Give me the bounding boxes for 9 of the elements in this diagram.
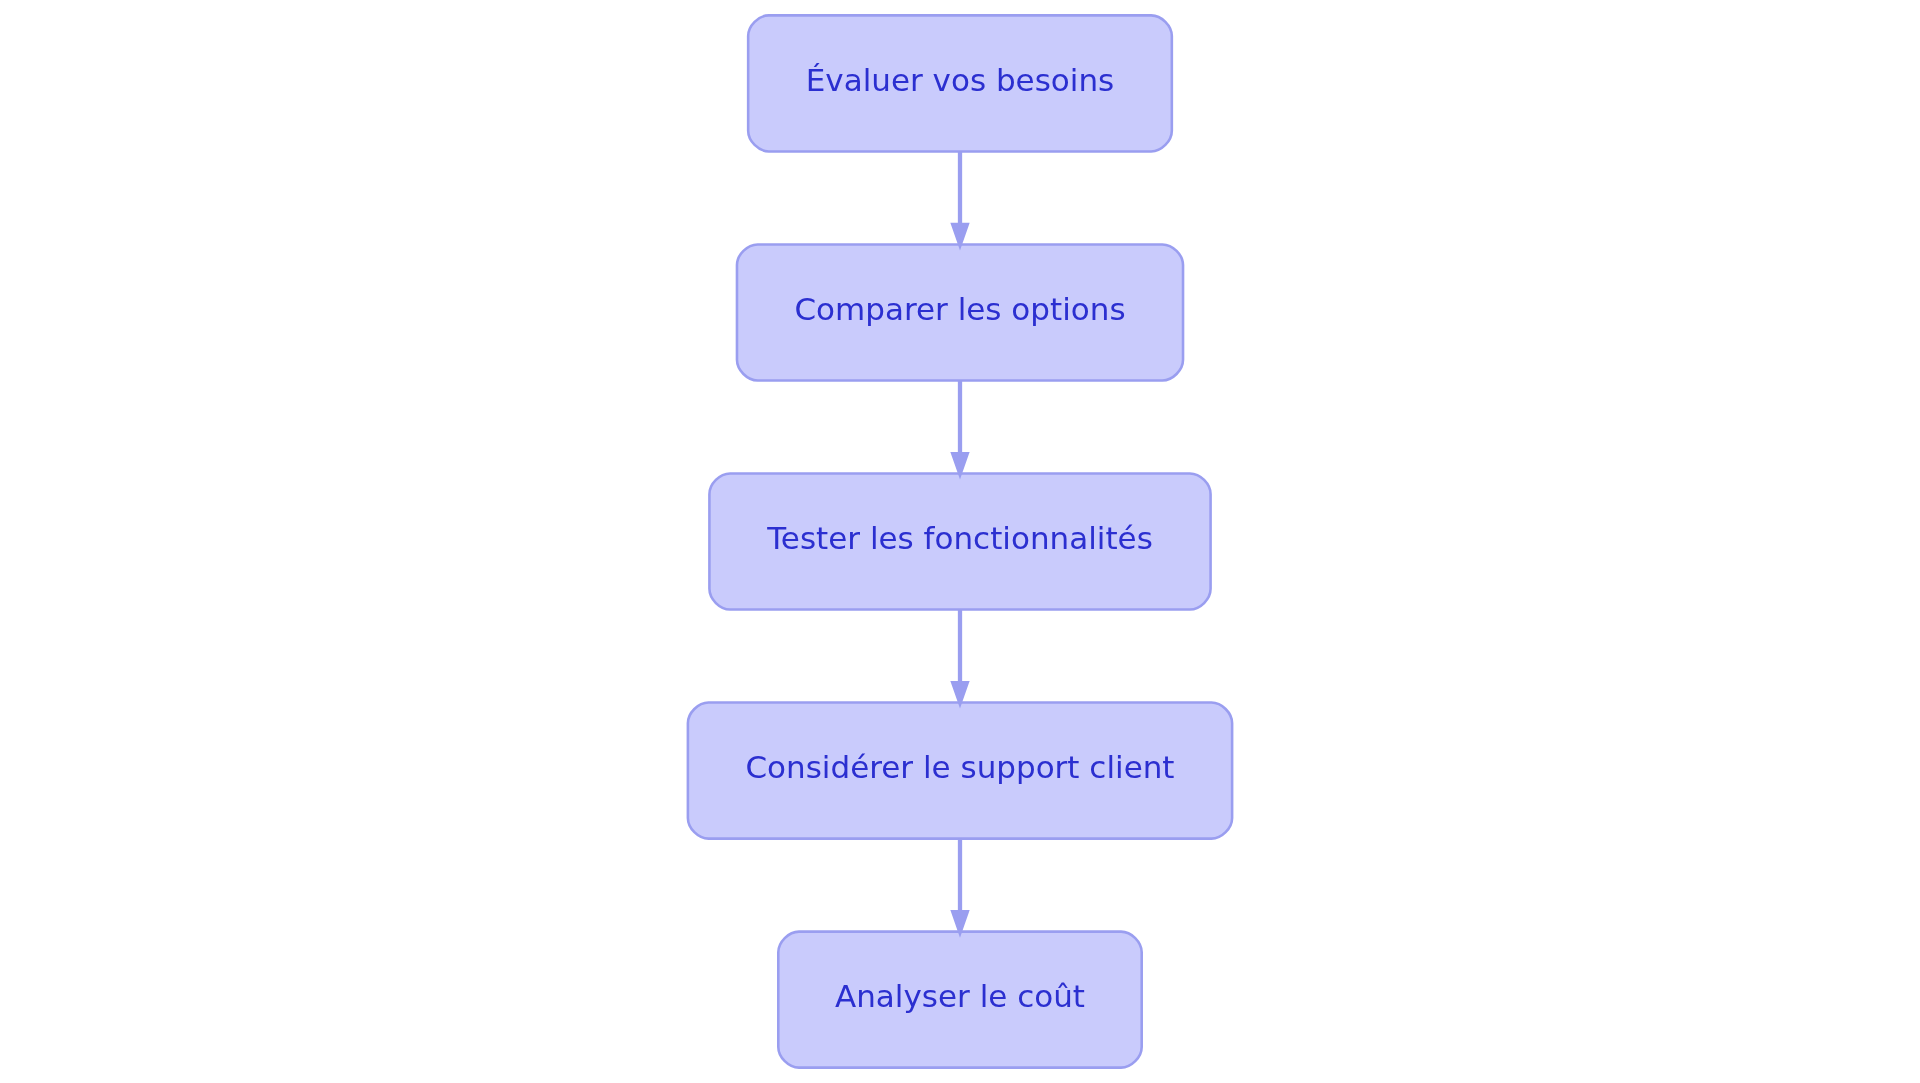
node-box: Analyser le coût [777,930,1143,1069]
arrow [950,380,970,480]
arrow [950,609,970,709]
node-box: Comparer les options [735,243,1185,382]
node-box: Tester les fonctionnalités [708,472,1212,611]
arrow [950,838,970,938]
node-box: Évaluer vos besoins [746,14,1174,153]
arrow [950,151,970,251]
node-box: Considérer le support client [686,701,1234,840]
